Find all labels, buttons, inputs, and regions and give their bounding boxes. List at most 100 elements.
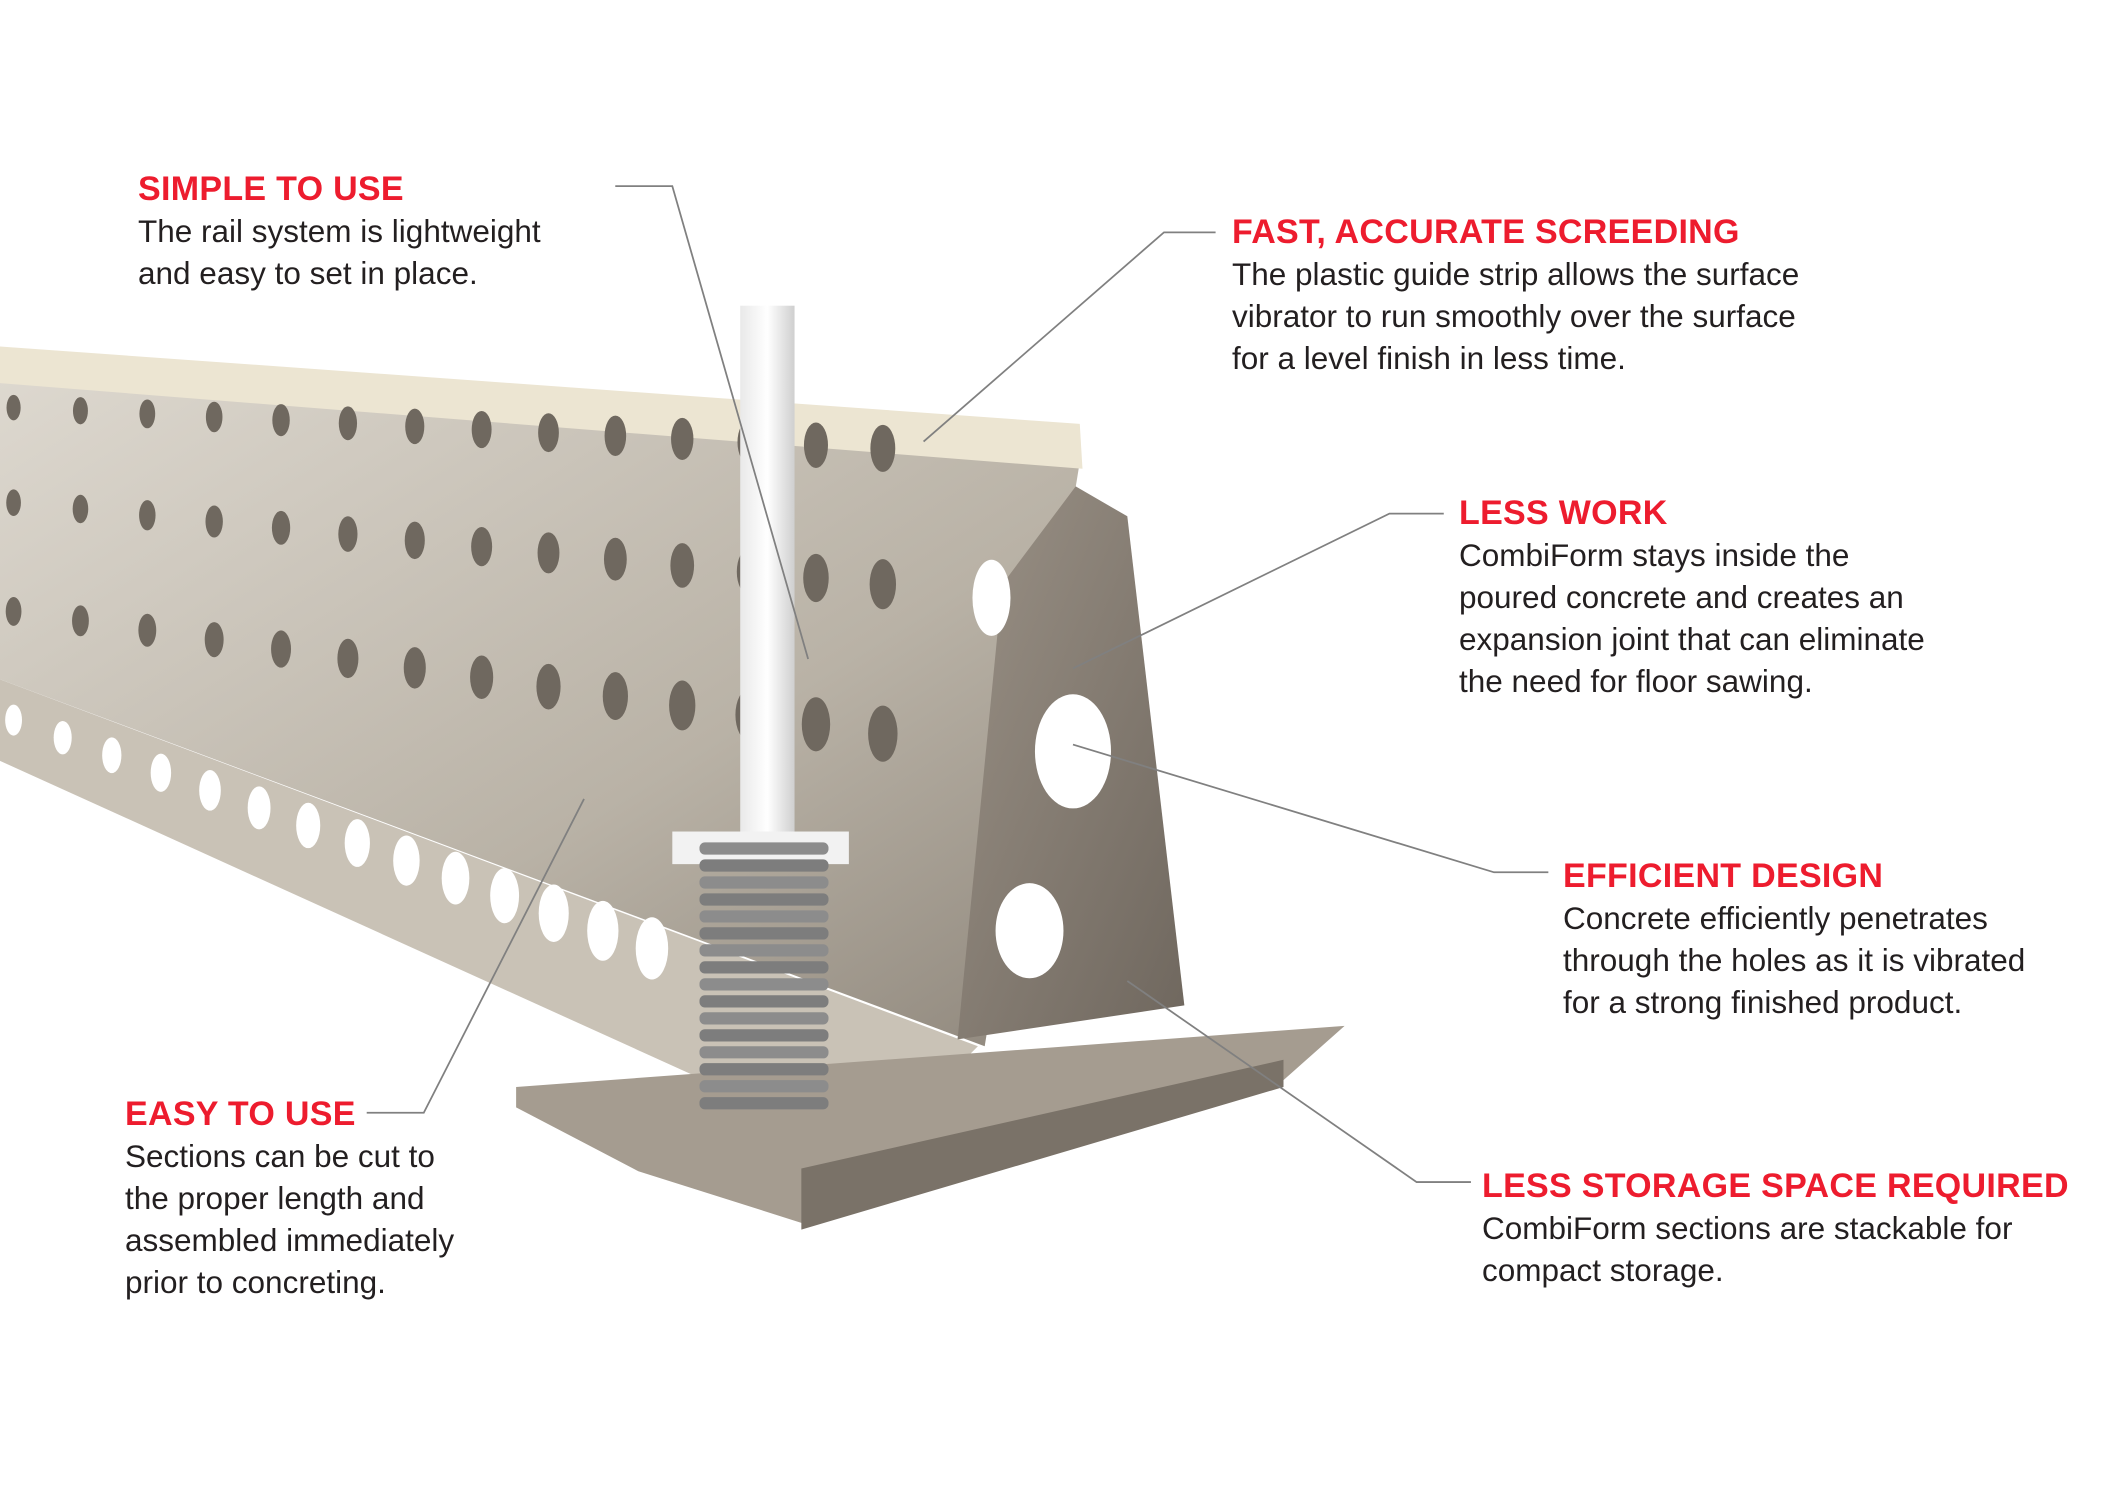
perforation-hole — [471, 526, 493, 567]
perforation-hole — [139, 399, 156, 429]
callout-line: for a strong finished product. — [1563, 984, 1963, 1020]
perforation-hole — [5, 597, 22, 626]
callout-line: through the holes as it is vibrated — [1563, 942, 2026, 978]
perforation-hole — [5, 704, 23, 736]
perforation-hole — [205, 505, 223, 538]
thread-rib — [699, 1029, 829, 1042]
perforation-hole — [338, 406, 358, 441]
thread-rib — [699, 842, 829, 855]
perforation-hole — [405, 408, 425, 445]
perforation-hole — [204, 622, 224, 658]
perforation-hole — [587, 900, 619, 961]
callout-line: Concrete efficiently penetrates — [1563, 900, 1988, 936]
thread-rib — [699, 1080, 829, 1093]
thread-rib — [699, 1046, 829, 1059]
callout-line: expansion joint that can eliminate — [1459, 621, 1925, 657]
thread-rib — [699, 893, 829, 906]
callout-title: SIMPLE TO USE — [138, 170, 404, 208]
perforation-hole — [604, 415, 627, 457]
perforation-hole — [271, 630, 292, 668]
perforation-hole — [869, 559, 897, 610]
perforation-hole — [403, 647, 426, 689]
leader-line-fast — [922, 231, 1216, 443]
leader-line-simple — [615, 185, 809, 660]
callout-line: the proper length and — [125, 1180, 425, 1216]
perforation-hole — [635, 917, 669, 980]
perforation-hole — [870, 424, 896, 472]
perforation-hole — [801, 697, 831, 752]
perforation-hole — [803, 553, 829, 603]
callout-line: CombiForm stays inside the — [1459, 537, 1850, 573]
thread-rib — [699, 995, 829, 1008]
thread-rib — [699, 944, 829, 957]
perforation-hole — [868, 705, 898, 762]
perforation-hole — [536, 663, 561, 710]
thread-rib — [699, 1012, 829, 1025]
leader-line-efficient — [1072, 743, 1549, 874]
perforation-hole — [393, 835, 420, 886]
perforation-hole — [6, 394, 21, 421]
callout-title: EASY TO USE — [125, 1095, 356, 1133]
callout-body: CombiForm stays inside the poured concret… — [1459, 534, 1925, 702]
perforation-hole — [537, 532, 560, 574]
callout-line: poured concrete and creates an — [1459, 579, 1904, 615]
perforation-hole — [72, 494, 89, 524]
perforation-hole — [205, 401, 223, 433]
perforation-hole — [72, 605, 89, 637]
callout-line: the need for floor sawing. — [1459, 663, 1813, 699]
callout-less-storage-space: LESS STORAGE SPACE REQUIRED CombiForm se… — [1482, 1165, 2069, 1291]
perforation-hole — [138, 613, 157, 647]
perforation-hole — [602, 672, 628, 720]
perforation-hole — [139, 500, 156, 531]
perforation-hole — [337, 638, 359, 679]
callout-line: prior to concreting. — [125, 1264, 386, 1300]
perforation-hole — [803, 422, 828, 468]
callout-title: FAST, ACCURATE SCREEDING — [1232, 213, 1740, 251]
perforation-hole — [404, 521, 425, 560]
perforation-hole — [669, 680, 696, 731]
thread-rib — [699, 910, 829, 923]
perforation-hole — [344, 819, 370, 867]
callout-title: LESS WORK — [1459, 494, 1668, 532]
callout-line: assembled immediately — [125, 1222, 455, 1258]
perforation-hole — [671, 417, 694, 461]
threaded-foot — [699, 842, 829, 1110]
perforation-hole — [271, 510, 291, 545]
leader-lines — [366, 185, 1549, 1183]
callout-body: The plastic guide strip allows the surfa… — [1232, 253, 1799, 379]
callout-line: vibrator to run smoothly over the surfac… — [1232, 298, 1796, 334]
base-plate-front — [801, 1059, 1284, 1230]
perforation-hole — [670, 543, 695, 588]
perforation-hole — [150, 753, 172, 792]
perforation-hole — [538, 413, 559, 453]
callout-line: compact storage. — [1482, 1252, 1724, 1288]
thread-rib — [699, 876, 829, 889]
perforation-hole — [470, 655, 494, 700]
thread-rib — [699, 927, 829, 940]
callout-line: for a level finish in less time. — [1232, 340, 1626, 376]
thread-rib — [699, 859, 829, 872]
thread-rib — [699, 978, 829, 991]
thread-rib — [699, 961, 829, 974]
perforation-hole — [338, 516, 358, 552]
leader-line-less-work — [1072, 512, 1444, 670]
callout-body: Concrete efficiently penetrates through t… — [1563, 897, 2025, 1023]
callout-title: EFFICIENT DESIGN — [1563, 857, 1884, 895]
perforation-hole — [72, 397, 88, 425]
combiform-rail — [0, 305, 1345, 1230]
callout-efficient-design: EFFICIENT DESIGN Concrete efficiently pe… — [1563, 855, 2025, 1023]
perforation-hole — [538, 884, 569, 942]
perforation-hole — [6, 489, 21, 517]
callout-title: LESS STORAGE SPACE REQUIRED — [1482, 1167, 2069, 1205]
perforation-hole — [247, 786, 271, 830]
perforation-hole — [296, 802, 321, 849]
callout-line: The plastic guide strip allows the surfa… — [1232, 256, 1800, 292]
callout-fast-accurate-screeding: FAST, ACCURATE SCREEDING The plastic gui… — [1232, 211, 1799, 379]
callout-line: The rail system is lightweight — [138, 213, 541, 249]
perforation-hole — [102, 737, 122, 774]
leader-line-easy — [366, 798, 585, 1114]
